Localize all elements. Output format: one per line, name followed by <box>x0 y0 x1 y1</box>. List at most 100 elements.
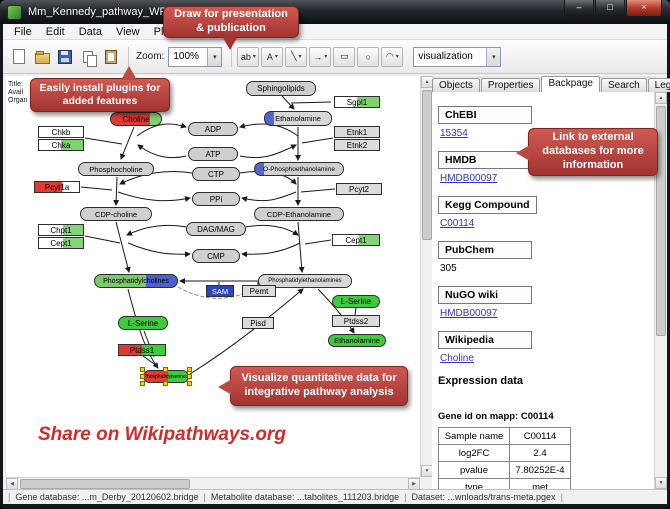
maximize-button[interactable]: □ <box>595 0 625 17</box>
tab-search[interactable]: Search <box>600 78 647 92</box>
new-file-button[interactable] <box>8 46 30 68</box>
scroll-down-icon[interactable]: ▼ <box>655 477 667 489</box>
selection-handle[interactable] <box>140 373 145 379</box>
arrow-tool-button[interactable]: →▾ <box>309 46 332 67</box>
node-pcyt1a-12[interactable]: Pcyt1a <box>34 181 80 193</box>
menu-view[interactable]: View <box>115 25 140 38</box>
node-chpt1-16[interactable]: Chpt1 <box>38 224 84 236</box>
node-etnk2-20[interactable]: Etnk2 <box>334 139 380 151</box>
node-cdp-ethanolamine-14[interactable]: CDP-Ethanolamine <box>254 207 344 221</box>
node-pemt-26[interactable]: Pemt <box>242 285 276 297</box>
canvas-label-organ: Organ <box>8 97 28 104</box>
node-phosphatidylethanolamines-24[interactable]: Phosphatidylethanolamines <box>258 274 352 288</box>
node-cmp-18[interactable]: CMP <box>192 249 240 263</box>
open-file-icon <box>34 50 50 64</box>
node-cdp-choline-13[interactable]: CDP-choline <box>80 207 152 221</box>
table-cell: Sample name <box>438 427 510 445</box>
node-chkb-4[interactable]: Chkb <box>38 126 84 138</box>
selection-handle[interactable] <box>163 367 168 372</box>
node-o-phosphoethanolamine-9[interactable]: O-Phosphoethanolamine <box>254 162 344 176</box>
tab-legend[interactable]: Legend <box>647 78 670 92</box>
label-tool-button[interactable]: A▾ <box>261 46 284 67</box>
save-file-button[interactable] <box>54 46 76 68</box>
canvas-vscroll-thumb[interactable] <box>422 90 432 240</box>
menu-file[interactable]: File <box>14 25 32 38</box>
rect-tool-button[interactable]: ▭ <box>333 46 356 67</box>
paste-button[interactable] <box>100 46 122 68</box>
node-dag-mag-15[interactable]: DAG/MAG <box>186 222 246 236</box>
table-cell: log2FC <box>438 444 510 462</box>
visualization-dropdown-icon[interactable]: ▾ <box>486 47 501 66</box>
close-button[interactable]: × <box>626 0 662 17</box>
scroll-down-icon[interactable]: ▼ <box>421 465 433 477</box>
canvas-hscroll-thumb[interactable] <box>20 479 190 489</box>
node-ctp-10[interactable]: CTP <box>192 167 240 181</box>
datanode-tool-button[interactable]: ab▾ <box>237 46 260 67</box>
selection-handle[interactable] <box>163 381 168 386</box>
node-ethanolamine-32[interactable]: Ethanolamine <box>328 334 386 347</box>
node-cept1-17[interactable]: Cept1 <box>38 237 84 249</box>
status-separator: | <box>203 492 206 502</box>
selection-handle[interactable] <box>140 381 145 386</box>
node-etnk1-19[interactable]: Etnk1 <box>334 126 380 138</box>
zoom-combobox[interactable]: 100% ▾ <box>168 46 223 67</box>
menu-data[interactable]: Data <box>78 25 102 38</box>
copy-button[interactable] <box>77 46 99 68</box>
table-cell: 2.4 <box>509 444 571 462</box>
node-l-serine-28[interactable]: L-Serine <box>118 316 168 330</box>
scroll-up-icon[interactable]: ▲ <box>655 92 667 104</box>
minimize-button[interactable]: – <box>564 0 594 17</box>
node-l-serine-30[interactable]: L-Serine <box>332 295 380 308</box>
node-choline-3[interactable]: Choline <box>110 112 162 126</box>
link-chebi[interactable]: 15354 <box>440 128 468 139</box>
title-bar[interactable]: Mm_Kennedy_pathway_WP1771_45176.gpml –□× <box>0 0 670 24</box>
panel-vscrollbar[interactable]: ▲ ▼ <box>654 92 667 489</box>
paste-icon <box>105 49 117 64</box>
line-tool-button[interactable]: ╲▾ <box>285 46 308 67</box>
node-ptdss2-31[interactable]: Ptdss2 <box>332 315 380 327</box>
link-nugo-wiki[interactable]: HMDB00097 <box>440 308 498 319</box>
selection-handle[interactable] <box>187 367 192 372</box>
visualization-combobox[interactable]: visualization ▾ <box>413 46 502 67</box>
arc-tool-button[interactable]: ◠▾ <box>381 46 404 67</box>
canvas-vscrollbar[interactable]: ▲ ▼ <box>420 76 433 477</box>
selection-handle[interactable] <box>140 367 145 372</box>
selection-handle[interactable] <box>187 381 192 386</box>
node-pcyt2-21[interactable]: Pcyt2 <box>336 183 382 195</box>
node-phosphatidylcholines-23[interactable]: Phosphatidylcholines <box>94 274 178 288</box>
node-atp-7[interactable]: ATP <box>188 147 238 161</box>
node-phosphocholine-8[interactable]: Phosphocholine <box>78 162 154 176</box>
node-chka-5[interactable]: Chka <box>38 139 84 151</box>
status-segment: Dataset: ...wnloads/trans-meta.pgex <box>411 492 556 502</box>
tab-backpage[interactable]: Backpage <box>541 76 600 92</box>
canvas-label-avail: Avail <box>8 89 24 96</box>
link-kegg-compound[interactable]: C00114 <box>440 218 475 229</box>
selection-handle[interactable] <box>187 373 192 379</box>
node-cept1-22[interactable]: Cept1 <box>332 234 380 246</box>
panel-vscroll-thumb[interactable] <box>656 106 666 336</box>
open-file-button[interactable] <box>31 46 53 68</box>
node-ethanolamine-2[interactable]: Ethanolamine <box>264 111 332 126</box>
menu-bar: FileEditDataViewPluginsHelp <box>3 24 667 40</box>
oval-tool-button[interactable]: ○ <box>357 46 380 67</box>
node-sphingolipids-0[interactable]: Sphingolipids <box>246 81 316 96</box>
link-hmdb[interactable]: HMDB00097 <box>440 173 498 184</box>
node-pisd-27[interactable]: Pisd <box>242 317 274 329</box>
tab-properties[interactable]: Properties <box>480 78 541 92</box>
node-ptdss1-29[interactable]: Ptdss1 <box>118 344 166 356</box>
zoom-dropdown-icon[interactable]: ▾ <box>207 47 222 66</box>
canvas-hscrollbar[interactable]: ◀ ▶ <box>6 477 420 490</box>
link-wikipedia[interactable]: Choline <box>440 353 474 364</box>
pathway-edge <box>301 137 334 144</box>
pathway-edge <box>127 242 191 258</box>
menu-edit[interactable]: Edit <box>45 25 65 38</box>
tab-objects[interactable]: Objects <box>432 78 480 92</box>
status-segment: Metabolite database: ...tabolites_111203… <box>210 492 400 502</box>
node-sgpl1-1[interactable]: Sgpl1 <box>334 96 380 108</box>
node-ppi-11[interactable]: PPi <box>192 192 240 206</box>
node-sam-25[interactable]: SAM <box>206 285 234 297</box>
node-adp-6[interactable]: ADP <box>188 122 238 136</box>
